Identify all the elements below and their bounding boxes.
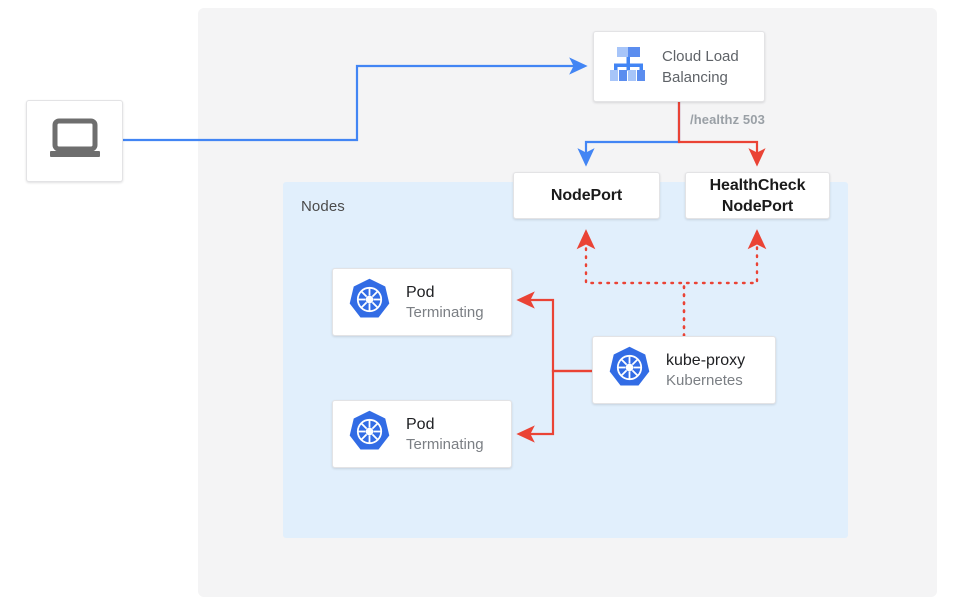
pod-text: Pod Terminating [406,282,484,323]
cloud-load-balancing-label-line1: Cloud Load [662,47,739,65]
pod-text: Pod Terminating [406,414,484,455]
healthcheck-nodeport-label-line2: NodePort [721,197,794,215]
healthcheck-nodeport-card[interactable]: HealthCheck NodePort [685,172,830,219]
cloud-load-balancing-label-line2: Balancing [662,68,728,86]
pod-title: Pod [406,415,435,433]
cloud-load-balancing-label: Cloud Load Balancing [662,46,739,88]
nodes-panel-label: Nodes [301,198,345,215]
pod-title: Pod [406,283,435,301]
kube-proxy-text: kube-proxy Kubernetes [666,350,745,391]
nodeport-card[interactable]: NodePort [513,172,660,219]
kubernetes-icon [607,345,652,395]
kube-proxy-subtitle: Kubernetes [666,371,743,389]
laptop-icon [47,118,103,165]
healthz-edge-label: /healthz 503 [690,112,765,127]
cloud-load-balancing-icon [606,44,650,89]
kubernetes-icon [347,277,392,327]
pod-status: Terminating [406,303,484,321]
healthcheck-nodeport-label-line1: HealthCheck [709,176,806,194]
kube-proxy-card[interactable]: kube-proxy Kubernetes [592,336,776,404]
kube-proxy-title: kube-proxy [666,351,746,369]
healthcheck-nodeport-label: HealthCheck NodePort [710,175,806,217]
client-card[interactable] [26,100,123,182]
kubernetes-icon [347,409,392,459]
nodeport-label: NodePort [550,187,623,204]
cloud-load-balancing-card[interactable]: Cloud Load Balancing [593,31,765,102]
pod-status: Terminating [406,435,484,453]
pod-card[interactable]: Pod Terminating [332,400,512,468]
pod-card[interactable]: Pod Terminating [332,268,512,336]
